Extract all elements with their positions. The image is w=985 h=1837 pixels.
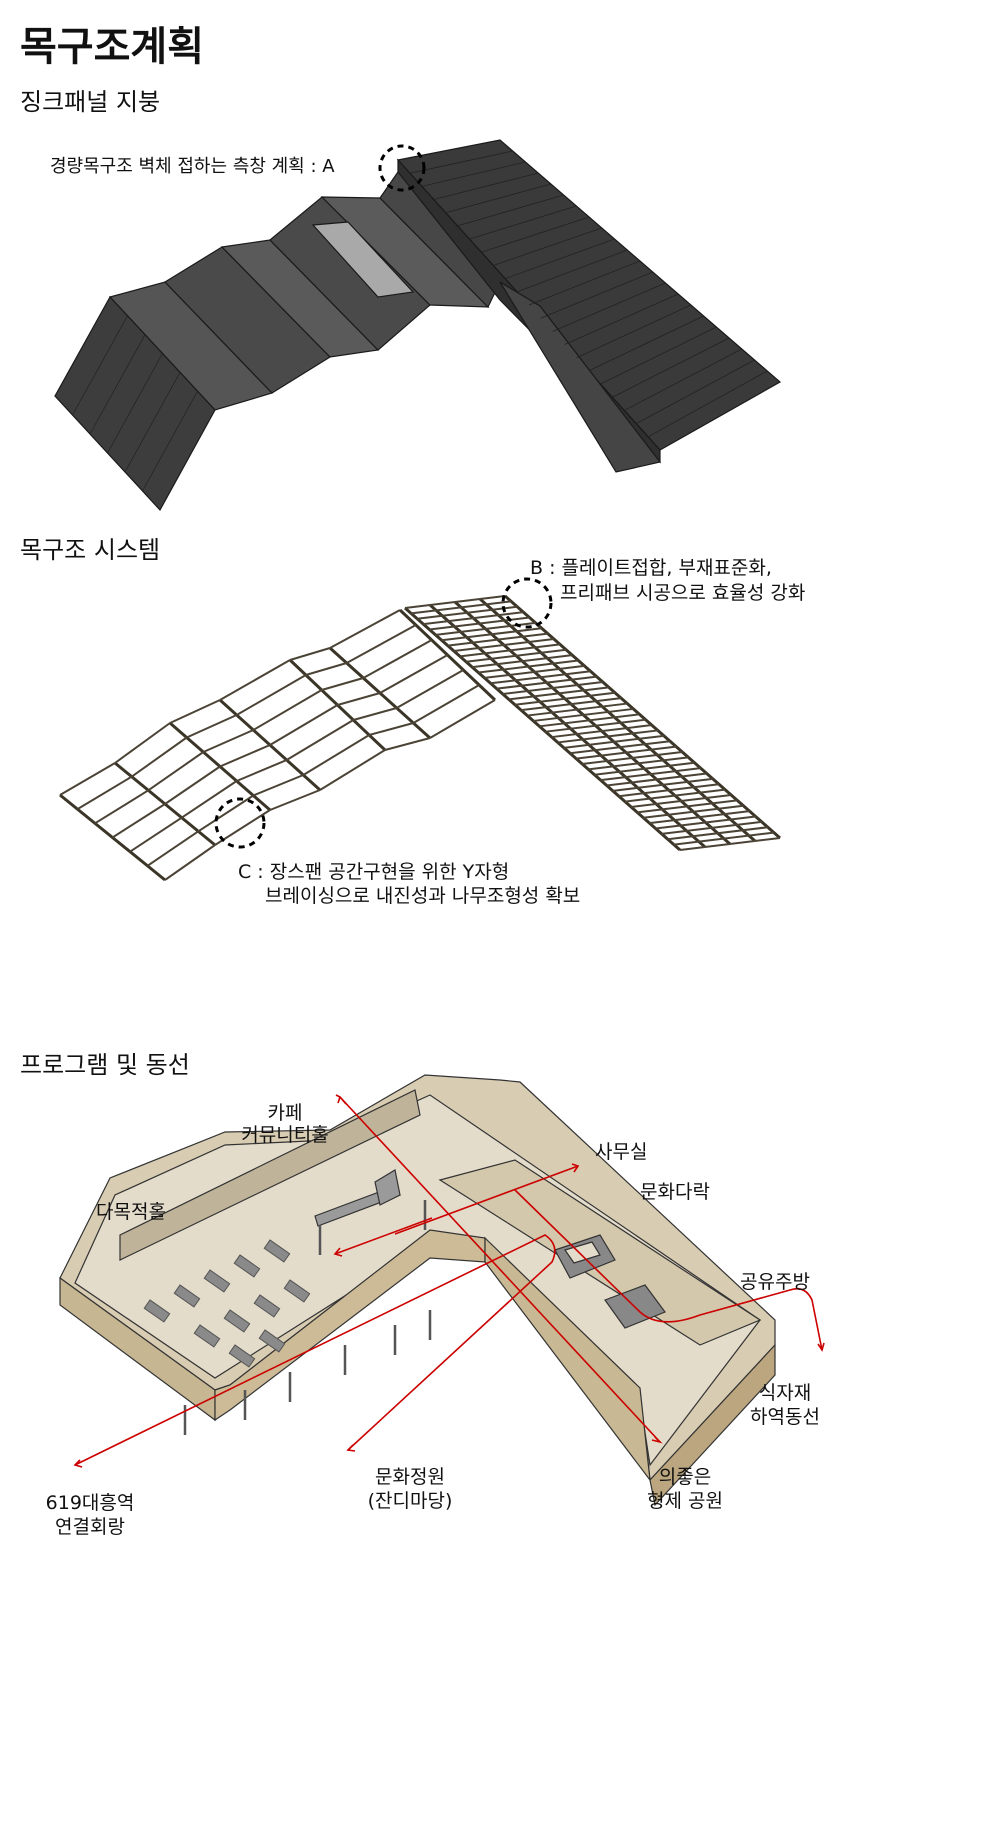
label-garden-2: (잔디마당) [367,1490,453,1512]
note-b-line1: B : 플레이트접합, 부재표준화, [530,557,772,579]
label-corridor-2: 연결회랑 [55,1516,125,1538]
hall-tables [143,1239,311,1368]
timber-frame-drawing [59,594,781,882]
note-b-line2: 프리패브 시공으로 효율성 강화 [560,582,806,604]
zinc-roof-drawing [54,139,782,512]
arrow-hall-left [334,1217,433,1255]
arrow-food-delivery [514,1189,823,1351]
label-culture-attic: 문화다락 [640,1181,710,1203]
circulation-arrows [73,1094,825,1468]
arrow-park-path [339,1096,661,1443]
page-title: 목구조계획 [20,24,204,70]
label-corridor-1: 619대흥역 [45,1492,135,1514]
label-multipurpose-hall: 다목적홀 [96,1201,166,1223]
detail-c-marker [214,797,266,849]
label-park-1: 의좋은 [658,1466,712,1488]
label-food-delivery-2: 하역동선 [750,1406,820,1428]
label-food-delivery-1: 식자재 [758,1382,812,1404]
roof-panel-seams [72,150,768,492]
program-building-drawing [59,1074,776,1507]
roof-note-a: 경량목구조 벽체 접하는 측창 계획 : A [50,156,335,177]
note-c-line2: 브레이싱으로 내진성과 나무조형성 확보 [265,885,581,907]
arrow-corridor-garden [74,1234,556,1466]
arrow-hall-right [394,1165,579,1235]
note-c-line1: C : 장스팬 공간구현을 위한 Y자형 [238,861,510,883]
detail-a-marker [378,144,426,192]
label-garden-1: 문화정원 [375,1466,445,1488]
label-cafe-community: 커뮤니티홀 [241,1124,329,1146]
program-heading: 프로그램 및 동선 [20,1051,190,1079]
label-park-2: 형제 공원 [647,1490,723,1512]
label-office: 사무실 [595,1141,648,1163]
structure-heading: 목구조 시스템 [20,536,161,564]
roof-heading: 징크패널 지붕 [20,88,161,116]
label-cafe: 카페 [267,1102,303,1124]
detail-b-marker [501,577,553,629]
label-shared-kitchen: 공유주방 [740,1271,810,1293]
columns [183,1200,432,1435]
